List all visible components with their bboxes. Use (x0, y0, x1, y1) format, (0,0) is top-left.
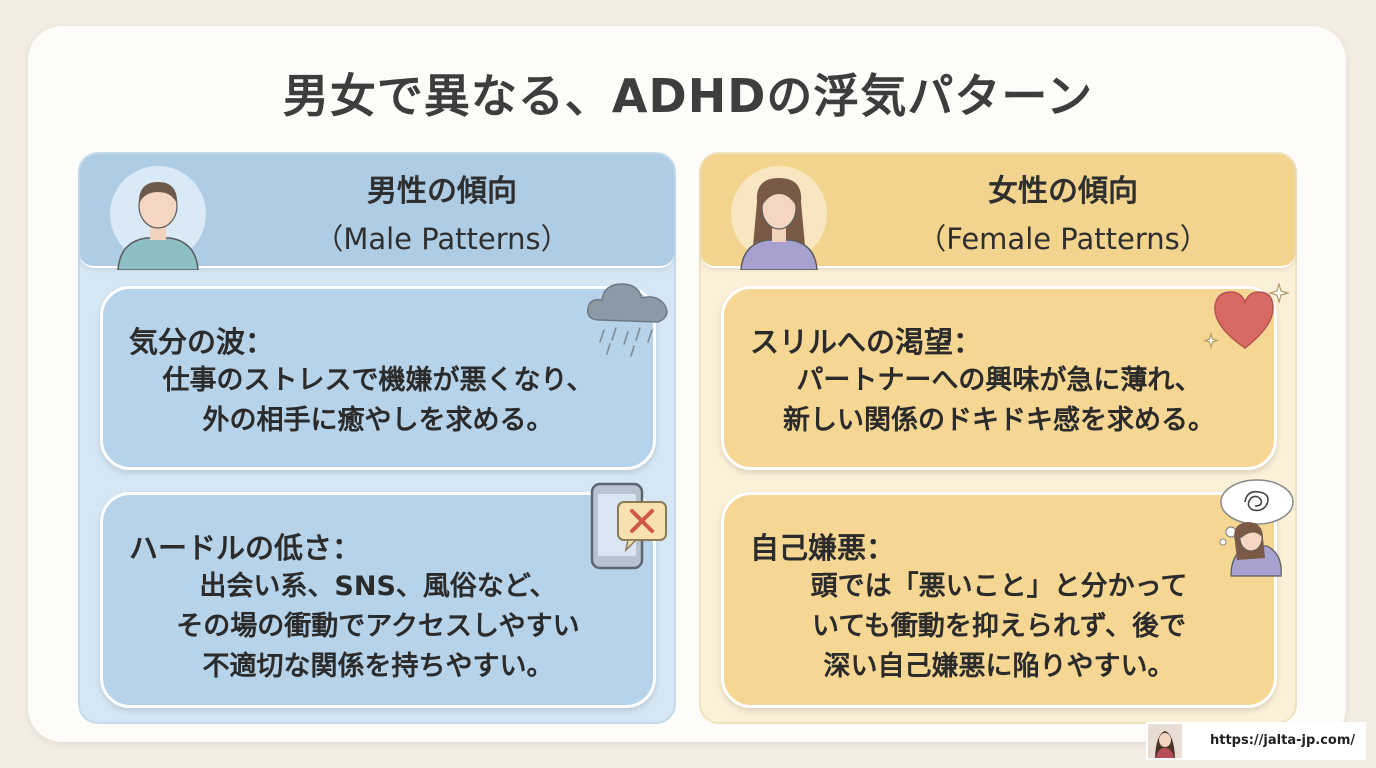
male-avatar-icon (110, 166, 206, 270)
female-header-en: （Female Patterns） (917, 222, 1209, 256)
female-panel-header: 女性の傾向 （Female Patterns） (701, 154, 1295, 270)
text-line: 出会い系、SNS、風俗など、 (199, 571, 557, 602)
text-line: その場の衝動でアクセスしやすい (176, 611, 580, 642)
male-box-mood-body: 仕事のストレスで機嫌が悪くなり、 外の相手に癒やしを求める。 (103, 361, 653, 441)
female-header-text: 女性の傾向 （Female Patterns） (831, 172, 1295, 260)
text-line: 不適切な関係を持ちやすい。 (202, 651, 554, 682)
male-box-mood: 気分の波： 仕事のストレスで機嫌が悪くなり、 外の相手に癒やしを求める。 (100, 286, 656, 470)
male-panel: 男性の傾向 （Male Patterns） 気分の波： 仕事のストレスで機嫌が悪… (78, 152, 676, 724)
text-line: パートナーへの興味が急に薄れ、 (796, 365, 1202, 396)
male-box-mood-label: 気分の波： (129, 325, 275, 359)
female-box-thrill-label: スリルへの渇望： (750, 325, 983, 359)
male-header-en: （Male Patterns） (314, 222, 570, 256)
troubled-woman-icon (1219, 479, 1294, 577)
female-header-jp: 女性の傾向 (988, 174, 1138, 209)
text-line: 深い自己嫌悪に陥りやすい。 (823, 651, 1175, 682)
text-line: いても衝動を抑えられず、後で (812, 611, 1186, 642)
male-box-hurdle: ハードルの低さ： 出会い系、SNS、風俗など、 その場の衝動でアクセスしやすい … (100, 492, 656, 708)
female-box-self-hatred: 自己嫌悪： 頭では「悪いこと」と分かって いても衝動を抑えられず、後で 深い自己… (721, 492, 1277, 708)
male-header-text: 男性の傾向 （Male Patterns） (210, 172, 674, 260)
male-header-jp: 男性の傾向 (367, 174, 517, 209)
footer-badge[interactable]: https://jalta-jp.com/ (1146, 722, 1366, 760)
text-line: 頭では「悪いこと」と分かって (810, 571, 1188, 602)
female-box-self-hatred-body: 頭では「悪いこと」と分かって いても衝動を抑えられず、後で 深い自己嫌悪に陥りや… (724, 567, 1274, 687)
female-box-thrill: スリルへの渇望： パートナーへの興味が急に薄れ、 新しい関係のドキドキ感を求める… (721, 286, 1277, 470)
rain-cloud-icon (587, 283, 668, 357)
text-line: 仕事のストレスで機嫌が悪くなり、 (162, 365, 594, 396)
female-box-thrill-body: パートナーへの興味が急に薄れ、 新しい関係のドキドキ感を求める。 (724, 361, 1274, 441)
text-line: 新しい関係のドキドキ感を求める。 (783, 405, 1215, 436)
male-box-hurdle-label: ハードルの低さ： (129, 531, 362, 565)
female-box-self-hatred-label: 自己嫌悪： (750, 531, 896, 565)
male-box-hurdle-body: 出会い系、SNS、風俗など、 その場の衝動でアクセスしやすい 不適切な関係を持ち… (103, 567, 653, 687)
heart-sparkle-icon (1203, 281, 1291, 350)
smartphone-reject-icon (590, 482, 667, 570)
footer-url[interactable]: https://jalta-jp.com/ (1210, 733, 1356, 748)
male-panel-header: 男性の傾向 （Male Patterns） (80, 154, 674, 270)
female-avatar-icon (731, 166, 827, 270)
page-title: 男女で異なる、ADHDの浮気パターン (282, 69, 1094, 123)
text-line: 外の相手に癒やしを求める。 (202, 405, 554, 436)
footer-avatar-icon (1148, 724, 1182, 758)
female-panel: 女性の傾向 （Female Patterns） スリルへの渇望： パートナーへの… (699, 152, 1297, 724)
